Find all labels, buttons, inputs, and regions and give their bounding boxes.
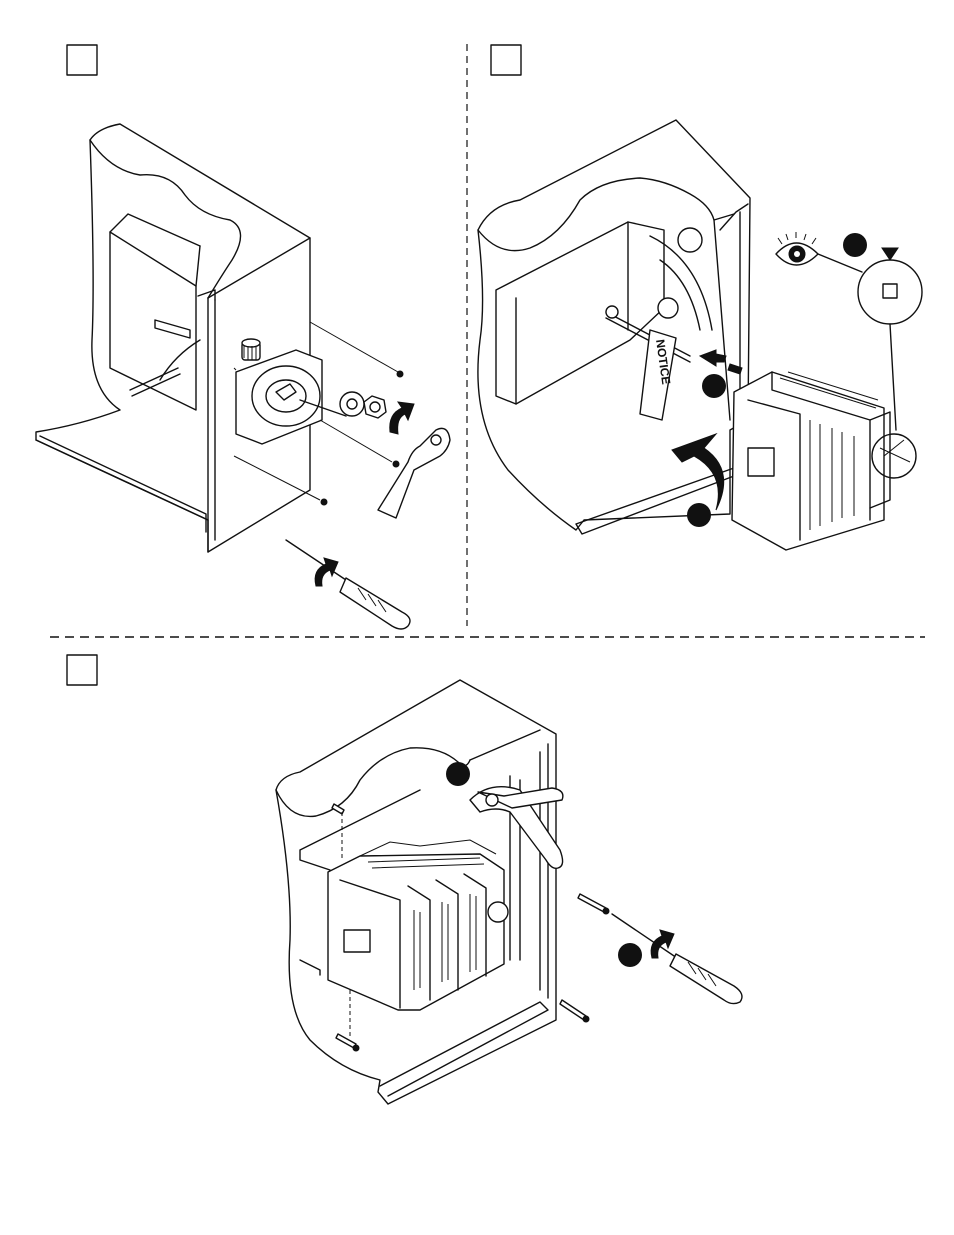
callout-2-1 [687,503,711,527]
panel-2-enclosure [478,120,750,534]
panel-1-enclosure [36,124,310,552]
screwdriver-icon [286,540,410,629]
step-box-2 [491,45,521,75]
step-box-3 [67,655,97,685]
step-box-1 [67,45,97,75]
callout-2-2 [702,374,726,398]
eye-icon [776,232,818,265]
indicator-triangle-icon [882,248,898,260]
callout-3-2 [618,943,642,967]
callout-3-1 [446,762,470,786]
rotate-arrow-icon [390,402,414,434]
callout-2-3 [843,233,867,257]
